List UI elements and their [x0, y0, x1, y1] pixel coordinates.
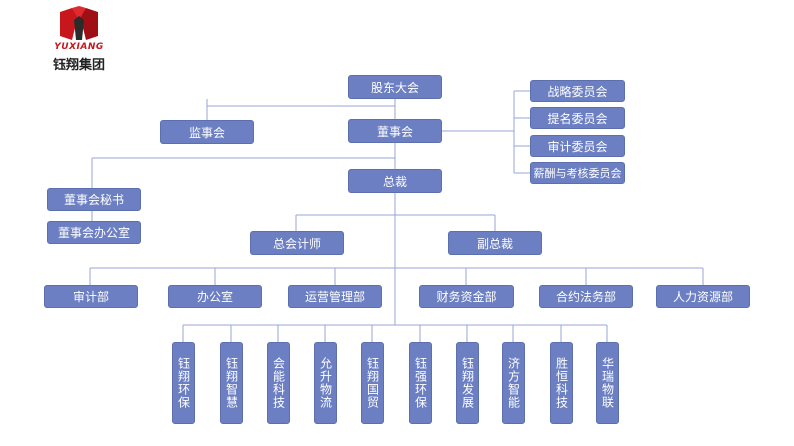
committee-strategy-box: 战略委员会: [530, 80, 625, 102]
department-box: 合约法务部: [539, 285, 633, 308]
supervisory-board-box: 监事会: [160, 120, 254, 144]
board-office-box: 董事会办公室: [47, 221, 141, 244]
board-of-directors-box: 董事会: [348, 119, 442, 143]
chief-accountant-box: 总会计师: [250, 231, 344, 255]
department-box: 运营管理部: [288, 285, 382, 308]
vice-president-box: 副总裁: [448, 231, 542, 255]
subsidiary-box: 华瑞物联: [596, 342, 619, 424]
department-box: 办公室: [168, 285, 262, 308]
committee-nomination-box: 提名委员会: [530, 107, 625, 129]
subsidiary-box: 会能科技: [267, 342, 290, 424]
department-box: 审计部: [44, 285, 138, 308]
department-box: 财务资金部: [419, 285, 514, 308]
committee-compensation-box: 薪酬与考核委员会: [530, 162, 625, 184]
subsidiary-box: 钰强环保: [409, 342, 432, 424]
subsidiary-box: 钰翔环保: [172, 342, 195, 424]
subsidiary-box: 允升物流: [314, 342, 337, 424]
subsidiary-box: 钰翔发展: [456, 342, 479, 424]
department-box: 人力资源部: [656, 285, 750, 308]
company-logo: YUXIANG 钰翔集团: [44, 6, 124, 73]
ceo-box: 总裁: [348, 169, 442, 193]
subsidiary-box: 钰翔智慧: [220, 342, 243, 424]
subsidiary-box: 钰翔国贸: [361, 342, 384, 424]
committee-audit-box: 审计委员会: [530, 135, 625, 157]
yuxiang-logo-mark-icon: [60, 6, 98, 40]
subsidiary-box: 胜恒科技: [550, 342, 573, 424]
shareholders-meeting-box: 股东大会: [348, 75, 442, 99]
logo-chinese-text: 钰翔集团: [52, 58, 105, 73]
subsidiary-box: 济方智能: [502, 342, 525, 424]
logo-english-text: YUXIANG: [54, 42, 104, 52]
board-secretary-box: 董事会秘书: [47, 188, 141, 211]
